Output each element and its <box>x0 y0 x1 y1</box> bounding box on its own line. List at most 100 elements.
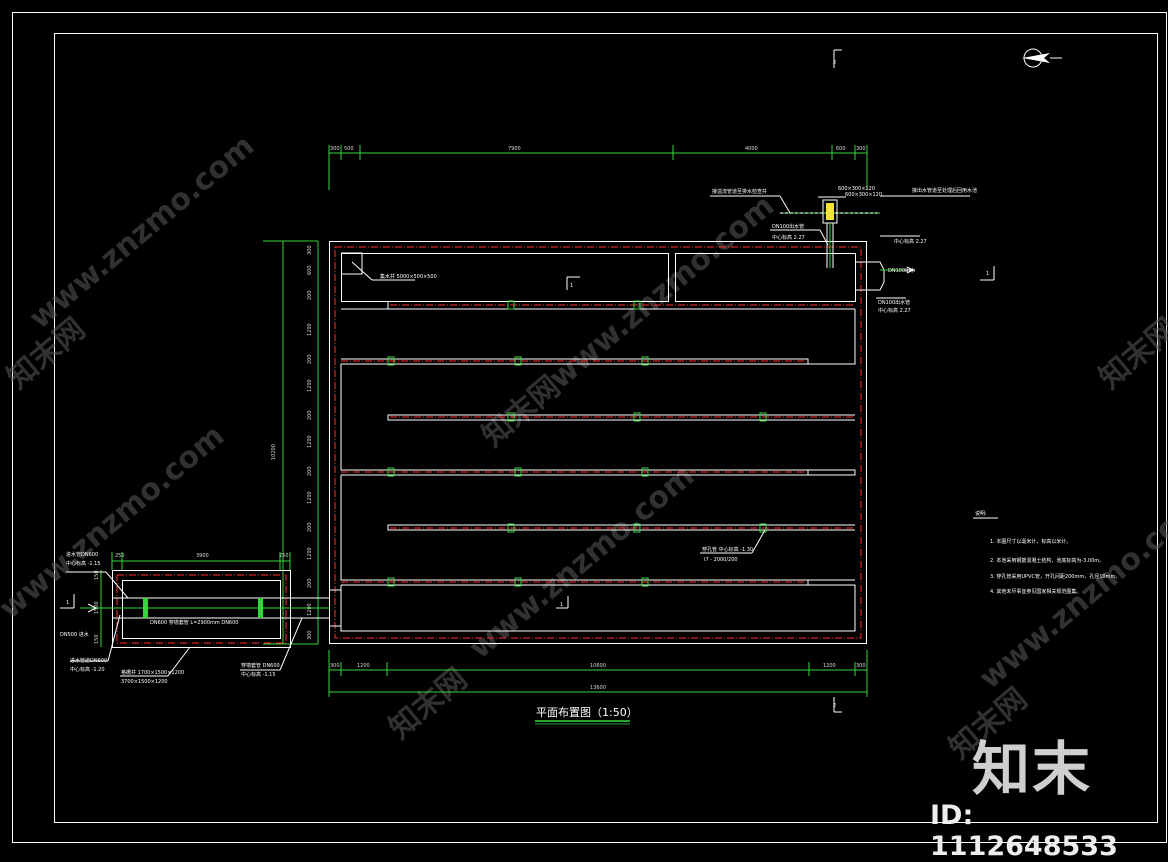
dimension-text: 600 <box>836 146 846 152</box>
watermark-text: 知末网 <box>383 661 474 746</box>
left-dimensions: 10200 300 600 200 1200 200 1200 200 1200… <box>263 240 319 645</box>
pipe-fittings <box>387 300 767 587</box>
note-line: 4. 其他未尽事宜参见国家相关规范图集。 <box>990 588 1081 595</box>
pipe-fitting <box>387 577 395 587</box>
dimension-text: 300 <box>307 630 313 640</box>
outlet-label: DN100出水管 <box>772 223 804 230</box>
channel-callout: 穿孔管 中心标高 -1.30 I7 - 2000/200 <box>700 529 766 563</box>
sump-callout: 集水井 5000×500×500 <box>351 261 437 281</box>
dimension-text: 200 <box>307 466 313 476</box>
baffle-walls <box>340 302 856 632</box>
dimension-text: 1200 <box>307 547 313 560</box>
section-label: 1 <box>66 600 69 606</box>
dimension-text: 600 <box>307 265 313 275</box>
outlet-assembly: 600×300×120 600×300×120 接出水管道至处理后回用水池 接溢… <box>710 186 977 314</box>
dimension-text: 200 <box>307 522 313 532</box>
dimension-text: 200 <box>307 410 313 420</box>
dimension-text: 13600 <box>590 685 606 691</box>
dimension-text: 1200 <box>307 379 313 392</box>
dimension-text: 4000 <box>745 146 758 152</box>
north-arrow-icon <box>1022 48 1062 68</box>
inlet-label: 中心标高 -1.15 <box>66 560 101 567</box>
note-line: 1. 本图尺寸以毫米计，标高以米计。 <box>990 538 1071 545</box>
dimension-text: 200 <box>307 354 313 364</box>
watermark-text: 知末网 <box>476 369 567 454</box>
pipe-fitting <box>507 523 515 533</box>
bottom-dimensions: 300 1200 10600 1200 300 13600 <box>328 650 868 697</box>
dimension-text: 150 <box>94 634 100 644</box>
sump-label: 集水井 5000×500×500 <box>380 273 437 280</box>
inlet-chamber: 250 3900 250 150 1500 150 DN600 穿墙套管 L=2… <box>60 551 341 685</box>
note-line: 3. 穿孔管采用UPVC管，开孔间距200mm，孔径10mm。 <box>990 573 1120 580</box>
dimension-text: 300 <box>307 245 313 255</box>
section-marks: 2 2 1 1 1 1 <box>60 49 995 713</box>
pipe-fitting <box>507 300 515 310</box>
dimension-text: 1200 <box>307 323 313 336</box>
plan-title: 平面布置图（1:50） <box>536 706 638 719</box>
outlet-marker <box>826 203 834 220</box>
note-line: 2. 本池采用钢筋混凝土结构，池底标高为-3.00m。 <box>990 557 1104 564</box>
watermark-text: www.znzmo.com <box>543 188 781 396</box>
dimension-text: 200 <box>307 290 313 300</box>
dimension-text: 1200 <box>307 603 313 616</box>
dimension-text: 3900 <box>196 553 209 559</box>
inlet-label: 中心标高 -1.20 <box>70 666 105 673</box>
channel-label: I7 - 2000/200 <box>704 557 738 563</box>
outlet-label: 接溢流管道至排水检查井 <box>712 188 767 195</box>
tank-plan <box>329 241 867 644</box>
inlet-label: DN600 穿墙套管 L=2900mm DN600 <box>150 619 238 626</box>
section-label: 2 <box>833 60 836 66</box>
top-dimensions: 300 500 7900 4000 600 300 <box>328 145 868 190</box>
section-label: 2 <box>833 703 836 709</box>
inlet-label: 3700×1500×1200 <box>121 679 168 685</box>
dimension-text: 1200 <box>307 435 313 448</box>
notes-title: 说明: <box>975 510 987 517</box>
dimension-text: 10200 <box>271 444 277 460</box>
watermark-text: 知末网 <box>1093 311 1168 396</box>
channel-label: 穿孔管 中心标高 -1.30 <box>702 546 753 553</box>
dimension-text: 300 <box>330 663 340 669</box>
section-label: 1 <box>986 271 989 277</box>
outlet-label: 600×300×120 <box>838 186 875 192</box>
pipe-fitting <box>514 467 522 477</box>
pipe-fitting <box>641 577 649 587</box>
dimension-text: 150 <box>94 570 100 580</box>
pipe-fitting <box>633 300 641 310</box>
dimension-text: 300 <box>330 146 340 152</box>
inlet-label: DN500 进水 <box>60 631 89 638</box>
dimension-text: 300 <box>856 146 866 152</box>
dimension-text: 250 <box>115 553 125 559</box>
inlet-label: 格栅井 1700×1500×1200 <box>121 669 184 676</box>
watermark-text: www.znzmo.com <box>0 418 231 626</box>
id-watermark: ID: 1112648533 <box>930 800 1118 862</box>
pipe-fitting <box>387 356 395 366</box>
pipe-fitting <box>759 412 767 422</box>
pipe-fitting <box>507 412 515 422</box>
pipe-fitting <box>759 523 767 533</box>
dimension-text: 10600 <box>590 663 606 669</box>
watermark-text: www.znzmo.com <box>463 458 701 666</box>
pipe-fitting <box>387 467 395 477</box>
inlet-label: 穿墙套管 DN600 <box>241 662 280 669</box>
dimension-text: 200 <box>307 578 313 588</box>
outlet-label: 中心标高 2.27 <box>772 234 805 241</box>
dimension-text: 7900 <box>508 146 521 152</box>
inlet-label: 进水管DN600 <box>66 551 98 558</box>
pipe-fitting <box>633 412 641 422</box>
dimension-text: 250 <box>279 553 289 559</box>
dimension-text: 300 <box>856 663 866 669</box>
pipe-fitting <box>514 577 522 587</box>
outlet-label: 接出水管道至处理后回用水池 <box>912 187 977 194</box>
dimension-text: 1200 <box>823 663 836 669</box>
section-label: 1 <box>560 602 563 608</box>
inlet-label: 中心标高 -1.15 <box>241 671 276 678</box>
perforated-pipes <box>341 304 855 583</box>
outlet-label: DN100出水管 <box>878 299 910 306</box>
watermark-text: www.znzmo.com <box>23 128 261 336</box>
notes-block: 说明: 1. 本图尺寸以毫米计，标高以米计。 2. 本池采用钢筋混凝土结构，池底… <box>973 510 1120 595</box>
inlet-label: 进水管道DN600 <box>70 657 107 664</box>
outlet-label: 中心标高 2.27 <box>894 238 927 245</box>
outlet-label: 600×300×120 <box>845 192 882 198</box>
plan-title-group: 平面布置图（1:50） <box>535 706 638 725</box>
